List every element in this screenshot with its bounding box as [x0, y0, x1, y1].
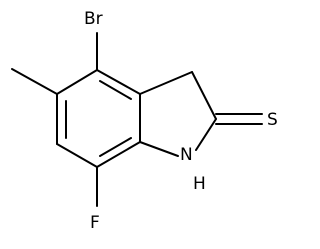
bond-c6-c7 [56, 143, 98, 168]
molecule-diagram: Br S N H F [11, 9, 278, 233]
bond-c2-n1 [195, 118, 217, 151]
bond-c3a-c4 [96, 69, 141, 95]
double-bond-c7-c7a-inner [99, 137, 132, 157]
bond-n1-c7a [139, 141, 179, 157]
double-bond-c4-c3a-inner [99, 80, 132, 100]
atom-label-bromine: Br [84, 9, 103, 29]
atom-label-hydrogen: H [193, 174, 206, 194]
bond-c3-c2 [191, 71, 217, 120]
atom-label-sulfur: S [267, 110, 278, 130]
bond-c5-methyl [11, 68, 58, 95]
atom-label-fluorine: F [90, 213, 100, 233]
molecule-structure-svg: Br S N H F [11, 9, 278, 233]
bond-c7-c7a [96, 141, 141, 168]
bond-c3a-c3 [139, 71, 193, 95]
atom-label-nitrogen: N [180, 145, 193, 165]
bond-c4-c5 [56, 69, 98, 95]
